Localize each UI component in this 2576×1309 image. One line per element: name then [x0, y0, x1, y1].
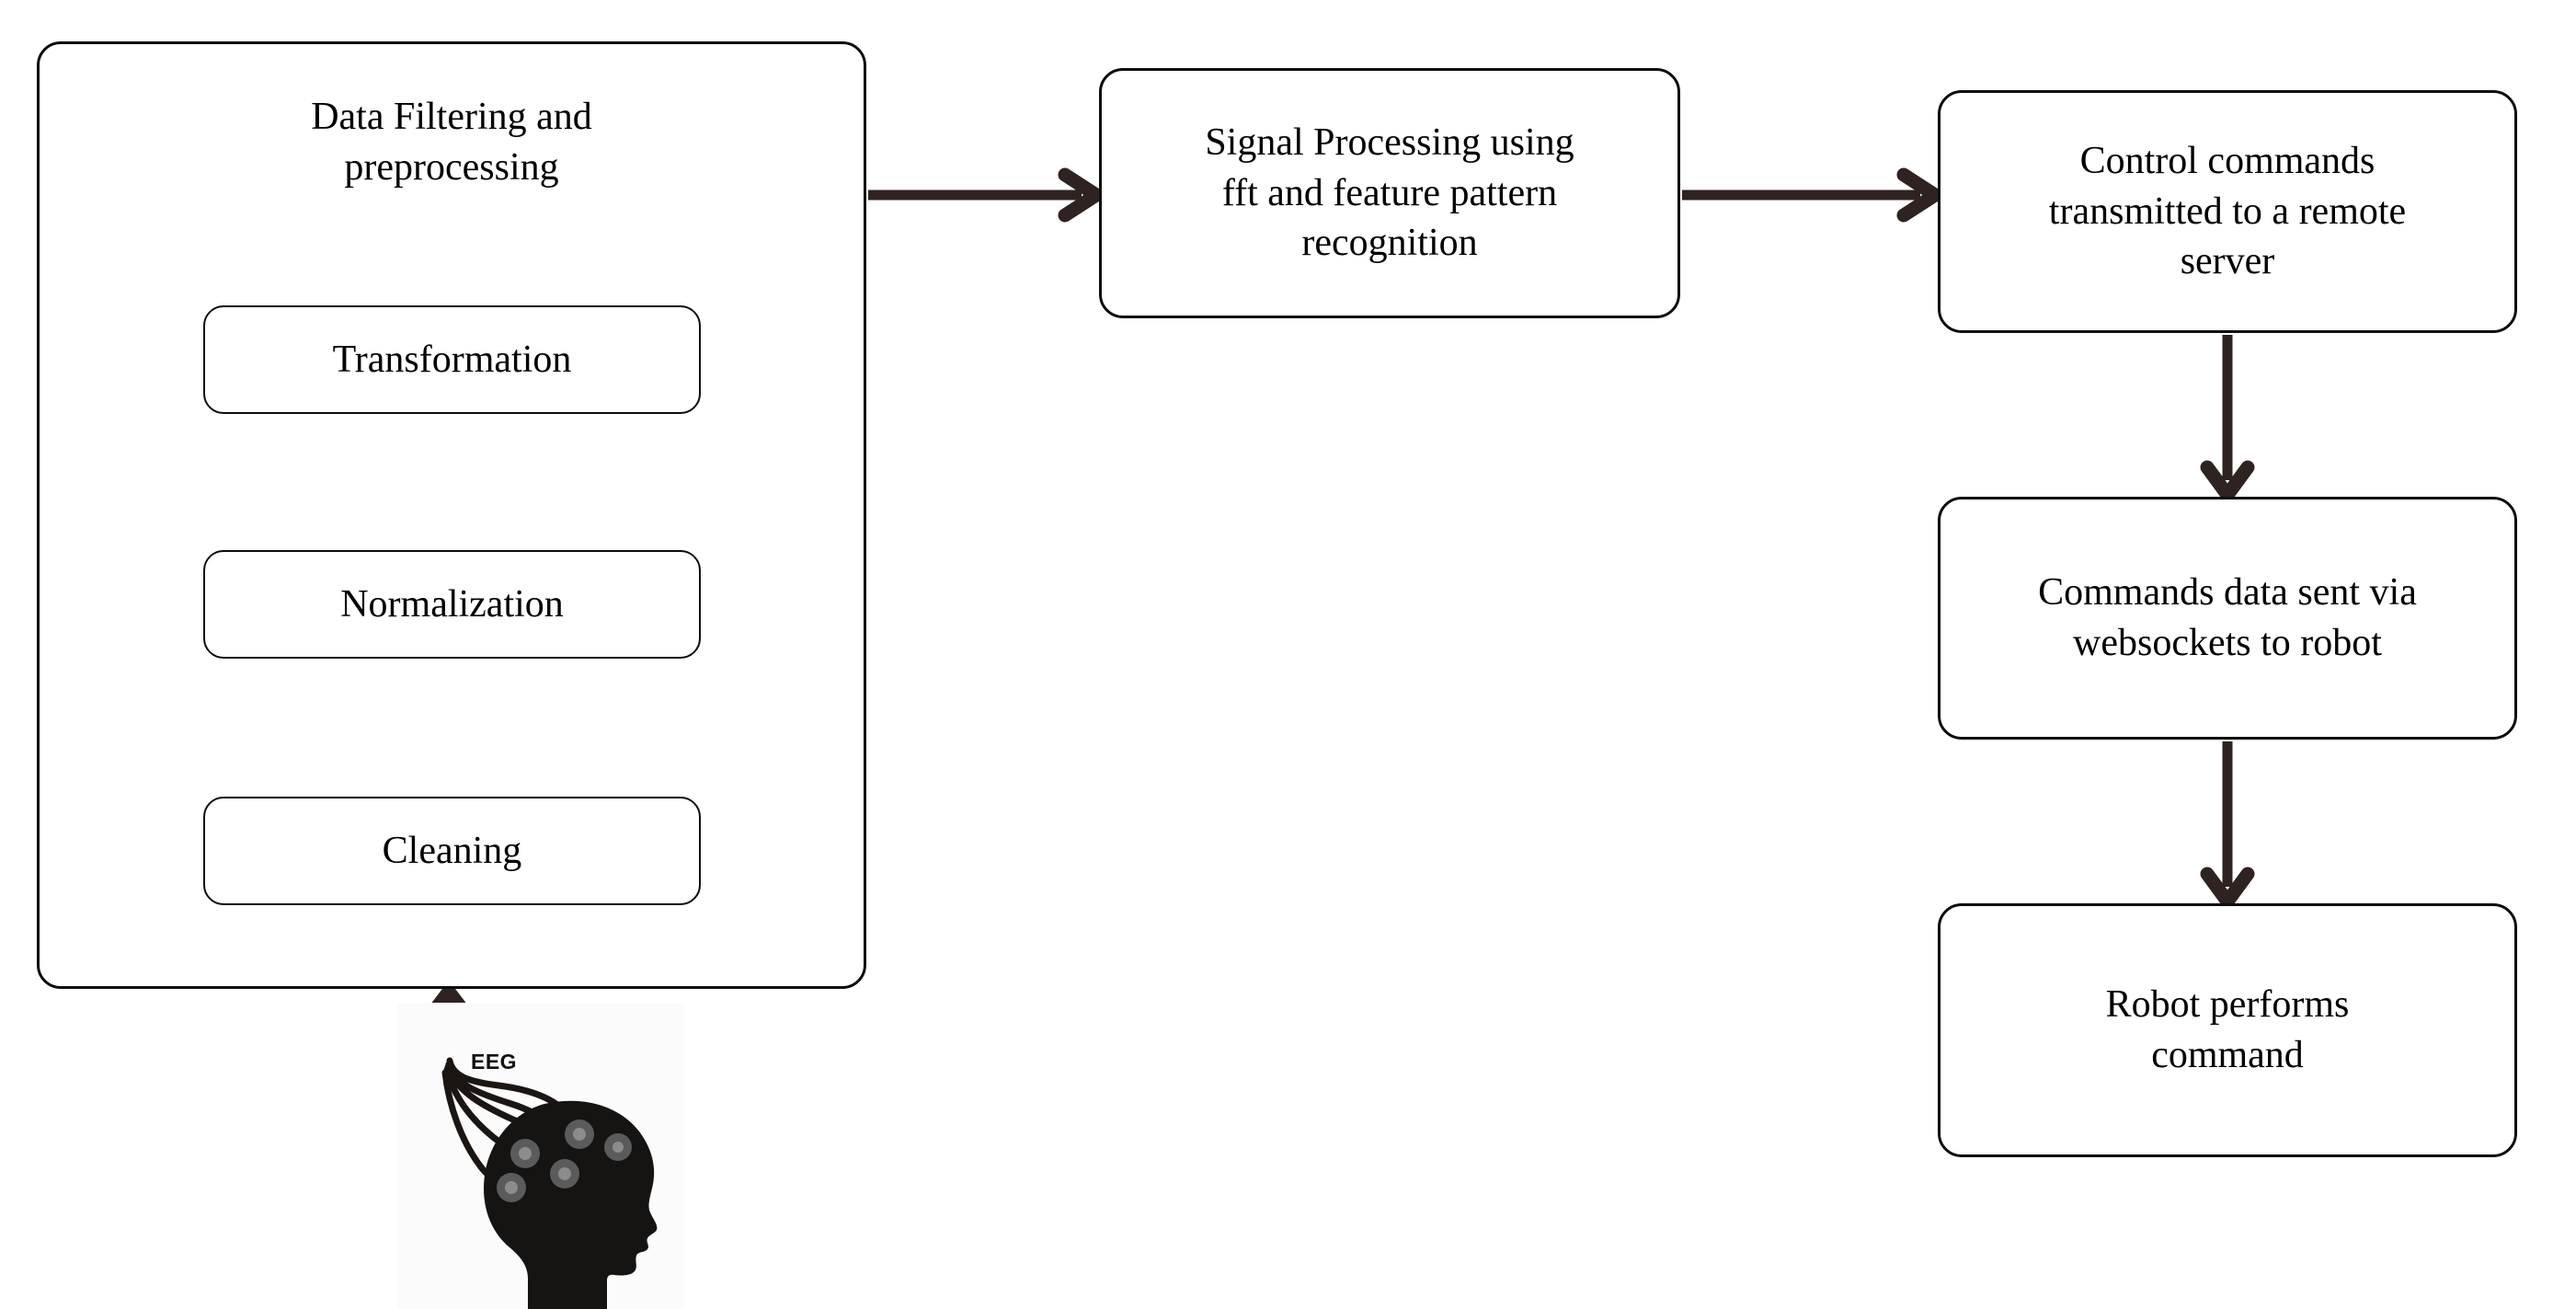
node-robot-performs-command[interactable]: Robot performs command: [1938, 903, 2517, 1157]
edge-signal-to-control: [1682, 167, 1942, 223]
node-transformation[interactable]: Transformation: [203, 305, 701, 414]
node-signal-processing[interactable]: Signal Processing using fft and feature …: [1099, 68, 1680, 318]
group-title: Data Filtering and preprocessing: [311, 96, 592, 189]
eeg-label: EEG: [471, 1050, 518, 1074]
edge-websockets-to-robot: [2200, 741, 2255, 909]
node-normalization[interactable]: Normalization: [203, 550, 701, 659]
eeg-head-electrodes-icon: [397, 1003, 684, 1309]
node-control-commands[interactable]: Control commands transmitted to a remote…: [1938, 90, 2517, 333]
edge-preprocessing-to-signal: [868, 167, 1104, 223]
node-websockets-label: Commands data sent via websockets to rob…: [2038, 571, 2417, 664]
node-normalization-label: Normalization: [340, 582, 564, 626]
node-cleaning[interactable]: Cleaning: [203, 797, 701, 905]
node-robot-performs-command-label: Robot performs command: [2105, 983, 2350, 1076]
node-transformation-label: Transformation: [332, 338, 572, 381]
node-cleaning-label: Cleaning: [382, 829, 522, 872]
node-signal-processing-label: Signal Processing using fft and feature …: [1205, 121, 1574, 265]
edge-control-to-websockets: [2200, 335, 2255, 502]
node-websockets[interactable]: Commands data sent via websockets to rob…: [1938, 497, 2517, 740]
eeg-electrodes: [497, 1120, 632, 1202]
node-control-commands-label: Control commands transmitted to a remote…: [2048, 140, 2407, 283]
